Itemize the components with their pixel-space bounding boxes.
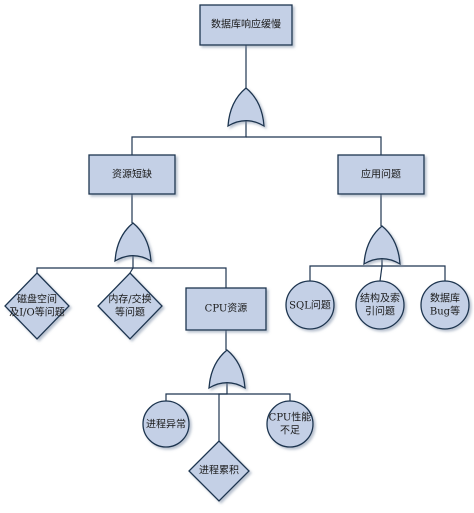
node-application-issues-label: 应用问题 <box>361 168 401 181</box>
or-gate-resource <box>114 222 152 263</box>
connector-gate-to-proc-abnormal <box>165 382 228 401</box>
connector-gate-to-memory <box>129 267 134 274</box>
node-process-abnormal: 进程异常 <box>142 400 190 448</box>
node-process-accumulation: 进程累积 <box>188 440 250 502</box>
node-database-bug-label-line1: 数据库 <box>430 292 460 305</box>
node-cpu-resource: CPU资源 <box>185 287 267 331</box>
node-database-bug: 数据库 Bug等 <box>420 280 470 330</box>
connector-gate-to-resource <box>131 120 247 155</box>
or-gate-cpu <box>208 349 246 390</box>
node-database-bug-label-line2: Bug等 <box>430 305 460 318</box>
node-process-abnormal-label: 进程异常 <box>146 418 186 431</box>
node-cpu-performance: CPU性能 不足 <box>266 400 314 448</box>
node-application-issues: 应用问题 <box>337 154 425 195</box>
node-resource-shortage: 资源短缺 <box>88 154 176 195</box>
node-process-accumulation-label: 进程累积 <box>199 465 239 477</box>
node-sql-issues: SQL问题 <box>285 280 335 330</box>
node-memory-swap: 内存/交换 等问题 <box>97 272 163 340</box>
or-gate-application <box>363 225 401 266</box>
node-top-event-label: 数据库响应缓慢 <box>211 18 281 31</box>
connector-gate-to-disk <box>36 255 134 273</box>
node-disk-io: 磁盘空间 及I/O等问题 <box>4 272 70 340</box>
connector-gate-to-application <box>246 136 382 155</box>
node-structure-index-label-line2: 引问题 <box>365 305 395 318</box>
connector-gate-to-sql <box>309 258 383 281</box>
node-structure-index-label-line1: 结构及索 <box>360 292 400 305</box>
node-disk-io-label-line2: 及I/O等问题 <box>9 306 65 319</box>
connector-gate-to-cpu-perf <box>227 393 291 401</box>
connector-gate-to-cpu <box>133 267 227 288</box>
node-cpu-performance-label-line2: 不足 <box>280 425 300 437</box>
connector-gate-to-index <box>379 265 383 282</box>
node-memory-swap-label-line2: 等问题 <box>115 306 145 319</box>
node-disk-io-label-line1: 磁盘空间 <box>17 293 57 306</box>
connector-gate-to-proc-accum <box>218 393 227 441</box>
node-resource-shortage-label: 资源短缺 <box>112 168 152 181</box>
node-top-event: 数据库响应缓慢 <box>199 4 293 46</box>
connector-gate-to-dbbug <box>382 265 446 281</box>
node-cpu-performance-label-line1: CPU性能 <box>269 411 312 424</box>
or-gate-top <box>227 87 265 128</box>
node-structure-index: 结构及索 引问题 <box>355 280 405 330</box>
node-sql-issues-label: SQL问题 <box>289 299 331 312</box>
connector-lines <box>36 45 446 441</box>
node-memory-swap-label-line1: 内存/交换 <box>108 293 151 306</box>
or-gates <box>114 87 401 390</box>
node-cpu-resource-label: CPU资源 <box>205 302 248 315</box>
